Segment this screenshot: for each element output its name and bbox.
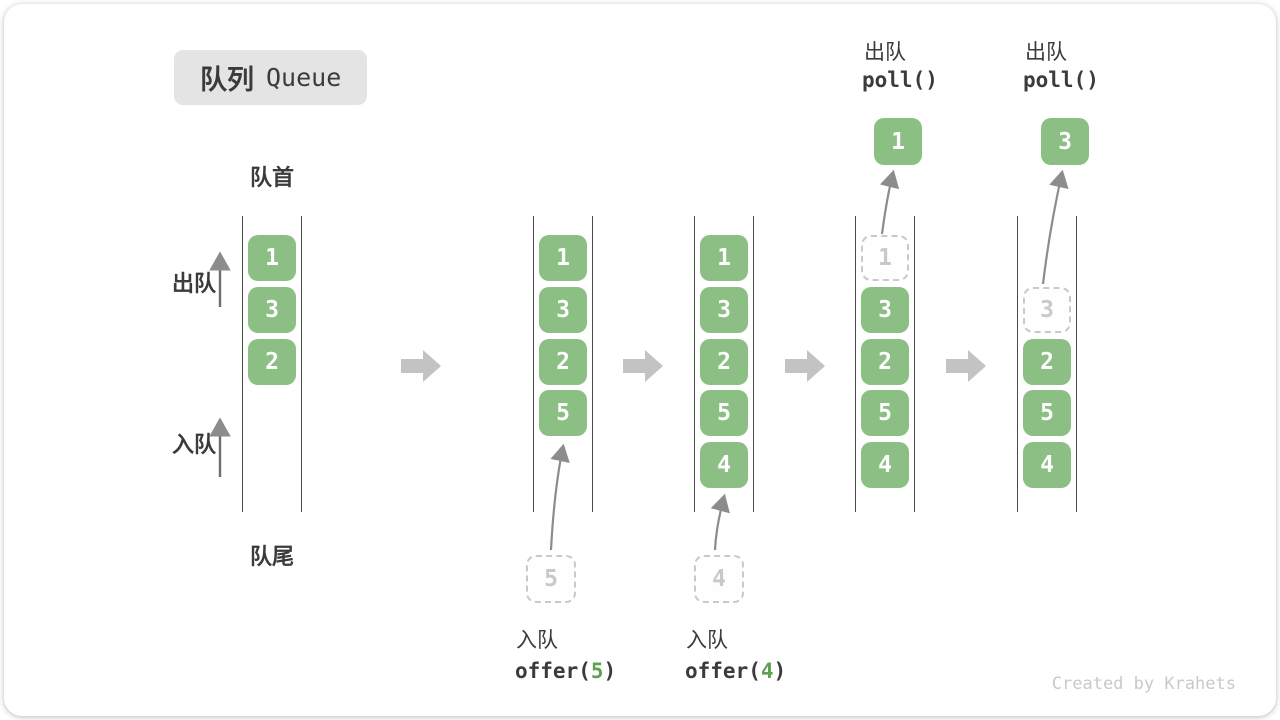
diagram-card: 队列 Queue 队首 队尾 出队 入队 1 3 2 1 3 2 5 1 3 2 5 4 1 3 2 5… xyxy=(4,4,1276,716)
step-arrow-icon xyxy=(946,350,986,382)
popped-block: 3 xyxy=(1041,118,1089,165)
code-fn: offer( xyxy=(685,659,761,683)
queue-rear-label: 队尾 xyxy=(249,545,294,570)
queue-state-5: 3 2 5 4 xyxy=(1017,216,1077,512)
queue-block: 2 xyxy=(539,338,587,385)
queue-block: 1 xyxy=(539,235,587,281)
code-suffix: ) xyxy=(773,659,787,683)
dequeue-op-code: poll() xyxy=(862,68,938,92)
step-arrow-icon xyxy=(785,350,825,382)
enqueue-ghost-block: 4 xyxy=(694,555,744,603)
queue-block: 3 xyxy=(861,286,909,333)
enqueue-ghost-block: 5 xyxy=(526,555,576,603)
queue-block: 5 xyxy=(1023,390,1071,437)
step-arrow-icon xyxy=(623,350,663,382)
queue-block: 2 xyxy=(700,338,748,385)
queue-block: 1 xyxy=(700,235,748,281)
queue-block: 3 xyxy=(539,286,587,333)
queue-state-4: 1 3 2 5 4 xyxy=(855,216,915,512)
dequeue-side-label: 出队 xyxy=(171,272,216,297)
queue-block: 3 xyxy=(248,286,296,333)
queue-front-label: 队首 xyxy=(249,166,294,191)
enqueue-op-code: offer(5) xyxy=(515,659,616,683)
title-zh: 队列 xyxy=(200,65,254,96)
step-arrow-icon xyxy=(401,350,441,382)
watermark: Created by Krahets xyxy=(1051,674,1236,694)
ghost-block: 1 xyxy=(861,235,909,281)
queue-block: 3 xyxy=(700,286,748,333)
code-arg: 5 xyxy=(590,659,604,683)
title-en: Queue xyxy=(266,63,342,92)
enqueue-op-label: 入队 xyxy=(686,628,728,652)
queue-block: 2 xyxy=(861,338,909,385)
dequeue-op-label: 出队 xyxy=(1025,40,1067,64)
queue-state-1: 1 3 2 xyxy=(242,216,302,512)
popped-block: 1 xyxy=(874,118,922,165)
title-badge: 队列 Queue xyxy=(174,50,368,105)
enqueue-side-label: 入队 xyxy=(171,433,216,458)
enqueue-op-code: offer(4) xyxy=(685,659,786,683)
queue-state-2: 1 3 2 5 xyxy=(533,216,593,512)
queue-state-3: 1 3 2 5 4 xyxy=(694,216,754,512)
code-fn: offer( xyxy=(515,659,591,683)
queue-block: 5 xyxy=(700,390,748,437)
queue-block: 2 xyxy=(248,338,296,385)
queue-block: 4 xyxy=(1023,442,1071,489)
queue-block: 5 xyxy=(539,390,587,437)
ghost-block: 3 xyxy=(1023,286,1071,333)
queue-block: 1 xyxy=(248,235,296,281)
queue-block: 4 xyxy=(861,442,909,489)
queue-block: 2 xyxy=(1023,338,1071,385)
dequeue-op-label: 出队 xyxy=(864,40,906,64)
dequeue-op-code: poll() xyxy=(1023,68,1099,92)
code-suffix: ) xyxy=(603,659,617,683)
queue-block: 5 xyxy=(861,390,909,437)
enqueue-op-label: 入队 xyxy=(516,628,558,652)
code-arg: 4 xyxy=(760,659,774,683)
queue-block: 4 xyxy=(700,442,748,489)
